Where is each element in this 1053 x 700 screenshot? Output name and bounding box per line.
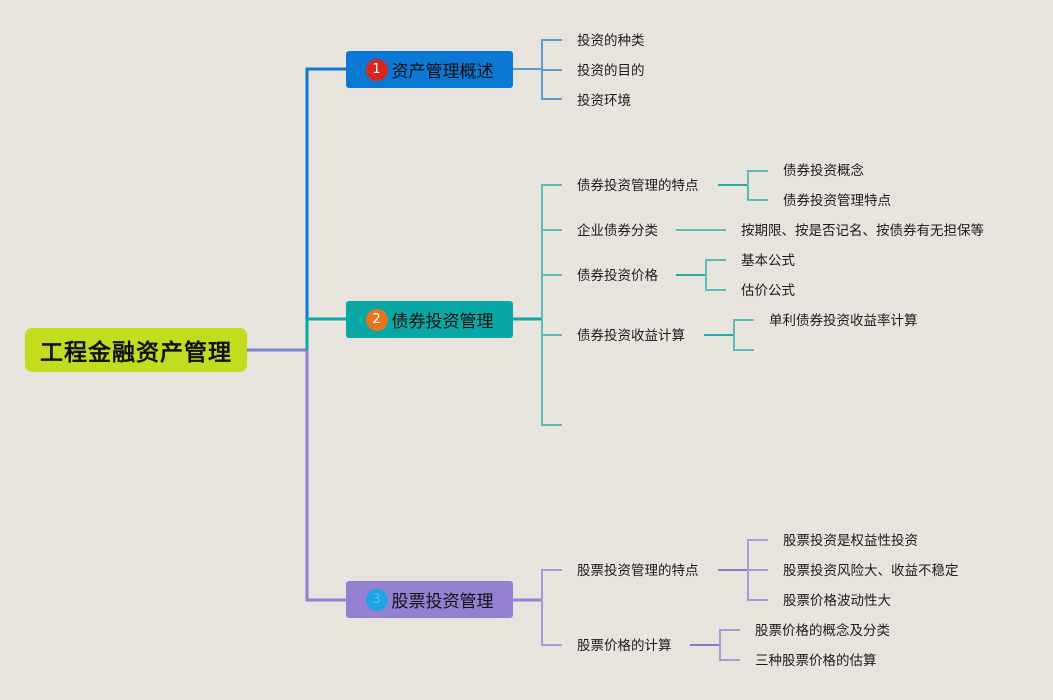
topic-node[interactable]: 企业债券分类 [577, 223, 658, 239]
branch1-child-connectors [513, 39, 562, 100]
branch-node-bond-investment[interactable]: 2 债券投资管理 [346, 301, 513, 338]
branch3-connector [305, 350, 346, 602]
subtopic-node[interactable]: 债券投资管理特点 [783, 193, 891, 209]
subtopic-node[interactable]: 按期限、按是否记名、按债券有无担保等 [741, 223, 984, 239]
branch2-child-connectors [513, 170, 768, 426]
branch-label: 股票投资管理 [391, 592, 494, 612]
subtopic-node[interactable]: 估价公式 [741, 283, 795, 299]
topic-node[interactable]: 债券投资管理的特点 [577, 178, 699, 194]
root-node[interactable]: 工程金融资产管理 [25, 328, 247, 372]
topic-node[interactable]: 投资环境 [577, 93, 631, 109]
subtopic-node[interactable]: 三种股票价格的估算 [755, 653, 877, 669]
branch3-child-connectors [513, 539, 768, 661]
topic-node[interactable]: 股票价格的计算 [577, 638, 672, 654]
subtopic-node[interactable]: 股票投资是权益性投资 [783, 533, 918, 549]
subtopic-node[interactable]: 基本公式 [741, 253, 795, 269]
root-label: 工程金融资产管理 [40, 340, 232, 366]
branch-node-stock-investment[interactable]: 3 股票投资管理 [346, 581, 513, 618]
number-badge-icon: 1 [365, 58, 388, 81]
subtopic-node[interactable]: 单利债券投资收益率计算 [769, 313, 918, 329]
branch1-connector [305, 67, 346, 350]
topic-node[interactable]: 投资的目的 [577, 63, 645, 79]
number-badge-icon: 3 [365, 588, 388, 611]
number-badge-icon: 2 [365, 308, 388, 331]
topic-node[interactable]: 债券投资收益计算 [577, 328, 685, 344]
branch-label: 资产管理概述 [391, 62, 494, 82]
subtopic-node[interactable]: 债券投资概念 [783, 163, 864, 179]
branch-label: 债券投资管理 [391, 312, 494, 332]
subtopic-node[interactable]: 股票投资风险大、收益不稳定 [783, 563, 959, 579]
topic-node[interactable]: 债券投资价格 [577, 268, 658, 284]
branch-node-asset-overview[interactable]: 1 资产管理概述 [346, 51, 513, 88]
subtopic-node[interactable]: 股票价格的概念及分类 [755, 623, 890, 639]
topic-node[interactable]: 股票投资管理的特点 [577, 563, 699, 579]
subtopic-node[interactable]: 股票价格波动性大 [783, 593, 891, 609]
topic-node[interactable]: 投资的种类 [577, 33, 645, 49]
